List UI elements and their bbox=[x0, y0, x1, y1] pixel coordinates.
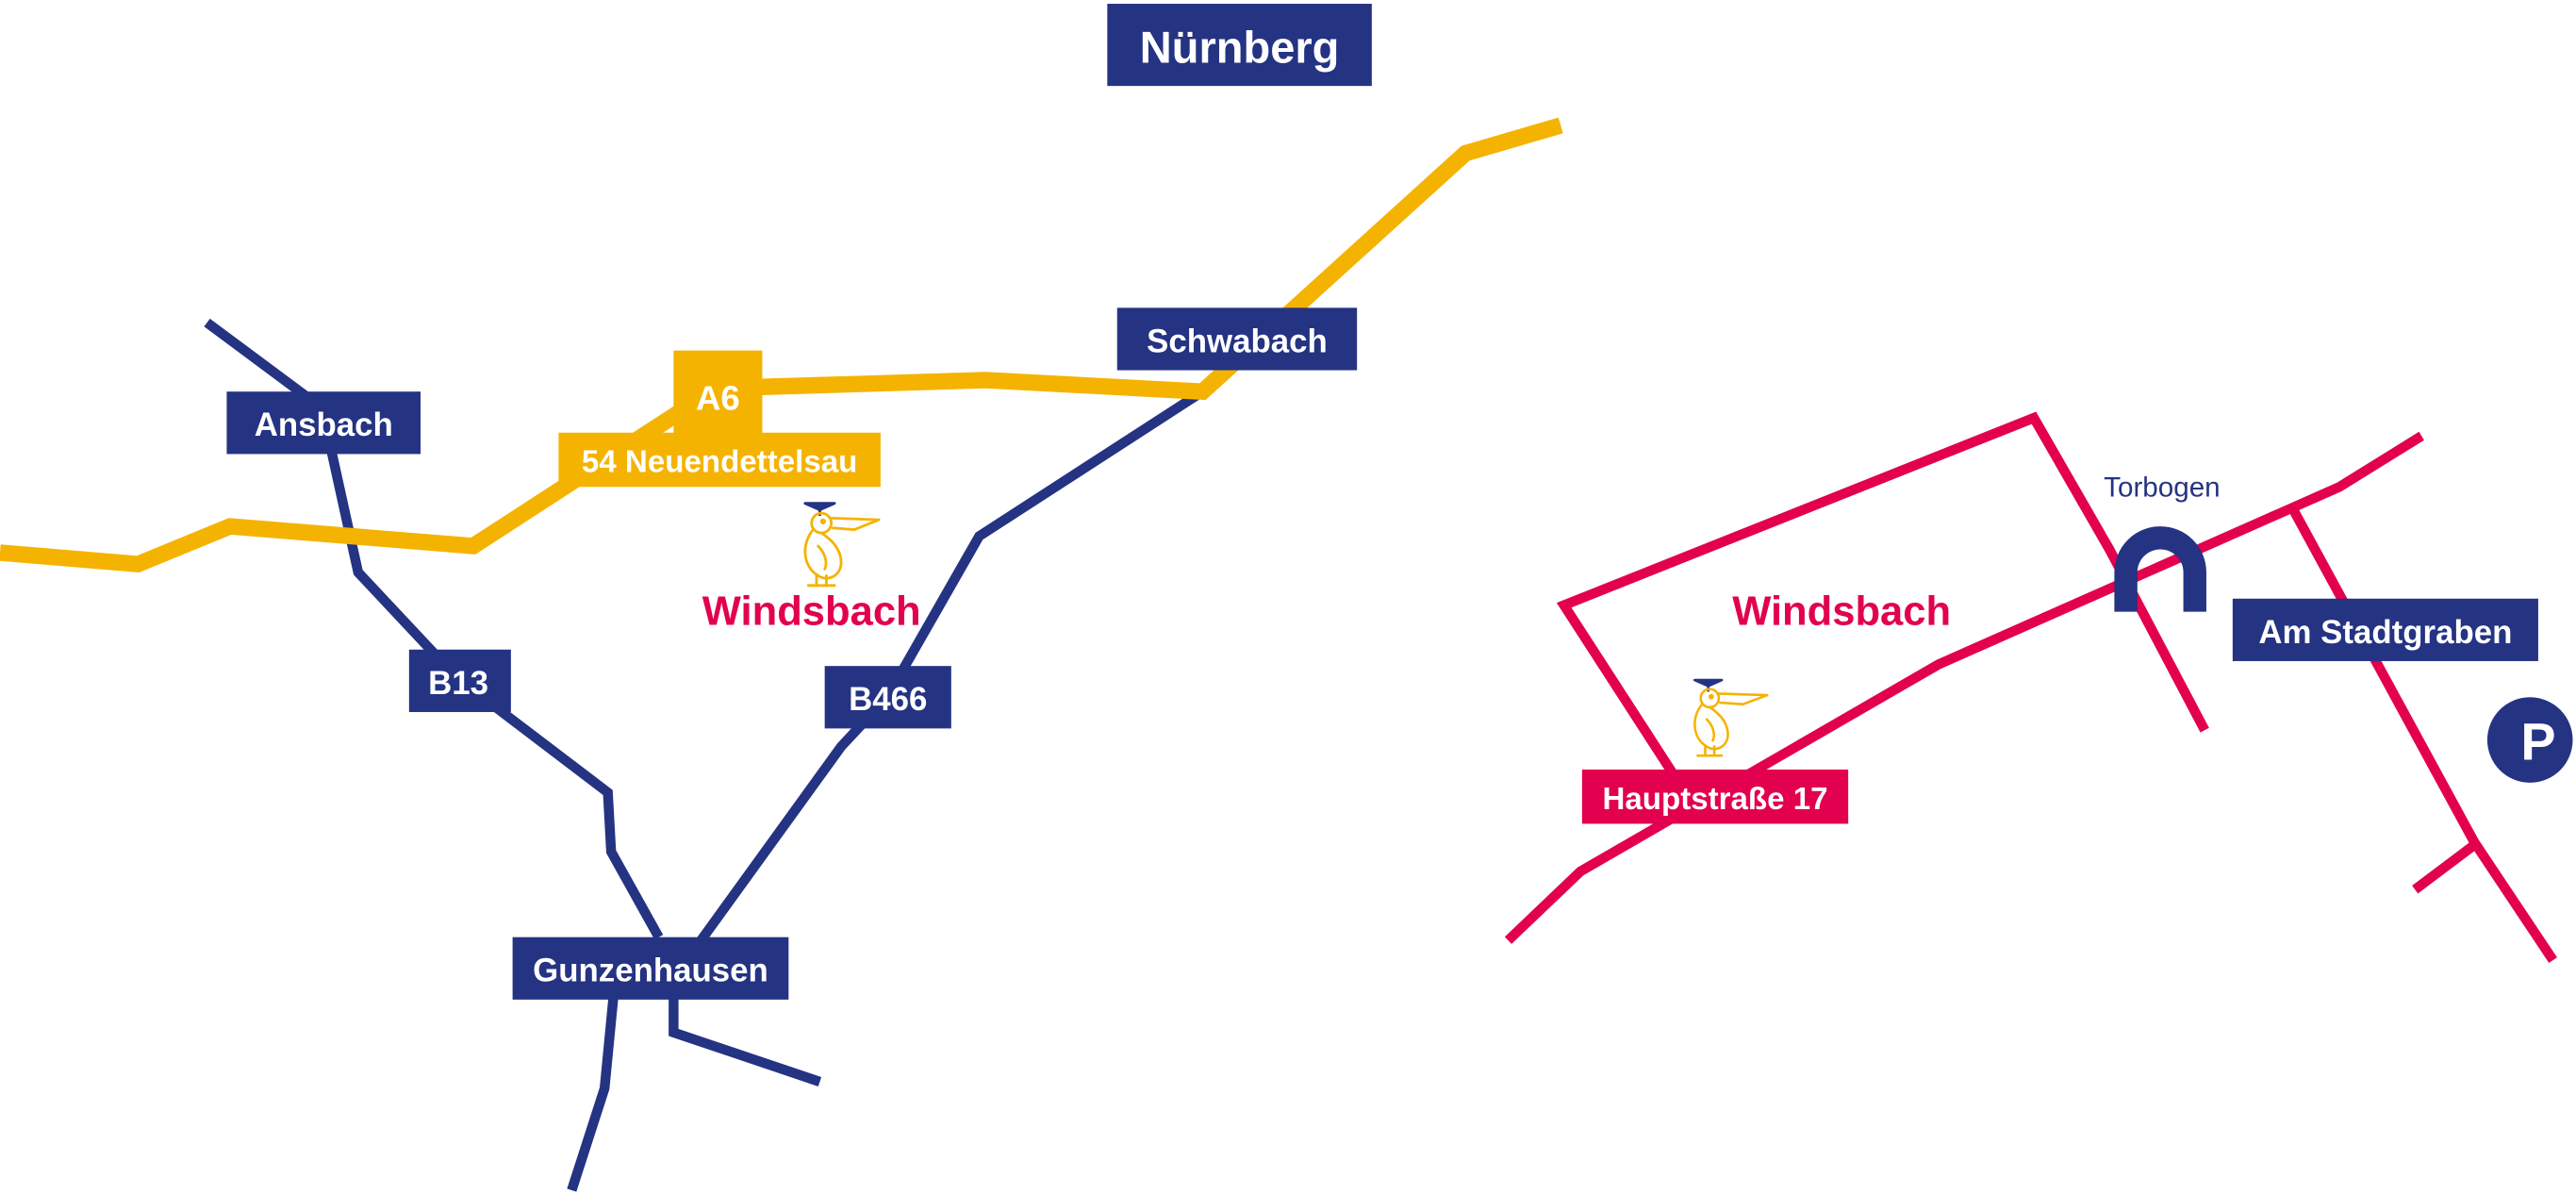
archway-icon bbox=[2114, 526, 2206, 612]
parking-symbol: P bbox=[2520, 712, 2555, 771]
street-label-am-stadtgraben: Am Stadtgraben bbox=[2232, 598, 2538, 661]
street-ring bbox=[1556, 411, 2209, 776]
city-name-schwabach: Schwabach bbox=[1147, 323, 1328, 359]
town-name-windsbach: Windsbach bbox=[702, 589, 921, 635]
town-streets bbox=[1504, 411, 2557, 963]
city-label-nuernberg: Nürnberg bbox=[1107, 4, 1372, 87]
exit-name: 54 Neuendettelsau bbox=[582, 445, 857, 480]
road-gunzenhausen-south bbox=[567, 986, 619, 1192]
road-gunzenhausen-east bbox=[669, 986, 822, 1086]
road-label-b466: B466 bbox=[824, 666, 951, 729]
address-text: Hauptstraße 17 bbox=[1602, 782, 1827, 817]
city-name-gunzenhausen: Gunzenhausen bbox=[533, 953, 768, 989]
road-name-b466: B466 bbox=[849, 681, 927, 718]
road-name-b13: B13 bbox=[428, 665, 488, 702]
road-label-b13: B13 bbox=[408, 649, 511, 712]
motorway-name: A6 bbox=[696, 378, 740, 417]
city-label-schwabach: Schwabach bbox=[1116, 307, 1358, 371]
street-hauptstrasse bbox=[1504, 431, 2424, 944]
town-name-windsbach-detail: Windsbach bbox=[1732, 589, 1951, 635]
exit-label-neuendettelsau: 54 Neuendettelsau bbox=[558, 432, 881, 488]
town-map: Torbogen Windsbach Am Stadtgraben P bbox=[1504, 411, 2573, 963]
pelican-with-graduation-cap-icon bbox=[803, 502, 881, 588]
city-label-ansbach: Ansbach bbox=[226, 391, 421, 455]
city-name-nuernberg: Nürnberg bbox=[1140, 23, 1340, 73]
street-name-am-stadtgraben: Am Stadtgraben bbox=[2258, 614, 2512, 651]
pelican-with-graduation-cap-icon bbox=[1693, 678, 1769, 757]
motorway-badge-a6: A6 bbox=[673, 350, 763, 437]
address-label-hauptstrasse: Hauptstraße 17 bbox=[1581, 769, 1849, 824]
gate-name-torbogen: Torbogen bbox=[2104, 473, 2220, 504]
city-label-gunzenhausen: Gunzenhausen bbox=[512, 937, 789, 1000]
city-name-ansbach: Ansbach bbox=[255, 406, 393, 443]
street-side bbox=[2412, 840, 2478, 894]
parking-icon: P bbox=[2486, 697, 2573, 783]
regional-map: Nürnberg Schwabach Ansbach A6 54 Neuende… bbox=[0, 4, 1563, 1192]
